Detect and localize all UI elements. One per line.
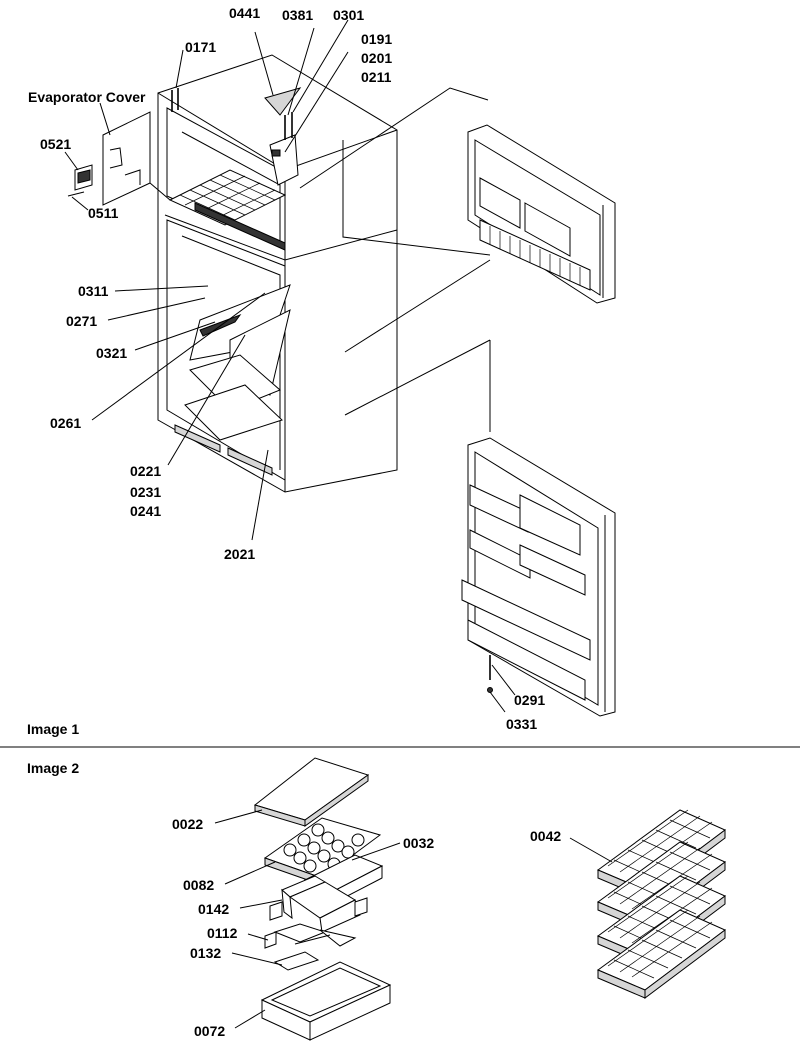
accessory-parts [253, 757, 392, 1041]
label-0291: 0291 [514, 692, 545, 708]
label-0311: 0311 [78, 283, 109, 299]
freezer-door-part [467, 124, 616, 304]
label-2021: 2021 [224, 546, 255, 562]
label-0132: 0132 [190, 945, 221, 961]
label-0082: 0082 [183, 877, 214, 893]
label-0511: 0511 [88, 205, 119, 221]
label-0331: 0331 [506, 716, 537, 732]
label-0042: 0042 [530, 828, 561, 844]
leader-lines-image2 [214, 809, 613, 1029]
section-label-image2: Image 2 [27, 760, 79, 776]
label-0032: 0032 [403, 835, 434, 851]
leader-lines-image1 [64, 19, 516, 713]
label-evaporator-cover: Evaporator Cover [28, 89, 146, 105]
ice-tray-stack [596, 809, 726, 999]
label-0191: 0191 [361, 31, 392, 47]
label-0211: 0211 [361, 69, 392, 85]
label-0022: 0022 [172, 816, 203, 832]
fresh-food-door-part [461, 437, 616, 717]
label-0321: 0321 [96, 345, 127, 361]
label-0271: 0271 [66, 313, 97, 329]
label-0521: 0521 [40, 136, 71, 152]
label-0171: 0171 [185, 39, 216, 55]
label-0241: 0241 [130, 503, 161, 519]
label-0142: 0142 [198, 901, 229, 917]
label-0231: 0231 [130, 484, 161, 500]
evaporator-cover-part [67, 111, 171, 206]
section-label-image1: Image 1 [27, 721, 79, 737]
callouts-image2: 0022 0082 0032 0142 0112 0132 0072 0042 [172, 816, 561, 1039]
label-0221: 0221 [130, 463, 161, 479]
label-0381: 0381 [282, 7, 313, 23]
label-0301: 0301 [333, 7, 364, 23]
label-0072: 0072 [194, 1023, 225, 1039]
cabinet-assembly [157, 54, 491, 493]
label-0441: 0441 [229, 5, 260, 21]
callouts-image1: Evaporator Cover 0441 0381 0301 0191 020… [27, 5, 545, 737]
label-0261: 0261 [50, 415, 81, 431]
label-0201: 0201 [361, 50, 392, 66]
label-0112: 0112 [207, 925, 238, 941]
